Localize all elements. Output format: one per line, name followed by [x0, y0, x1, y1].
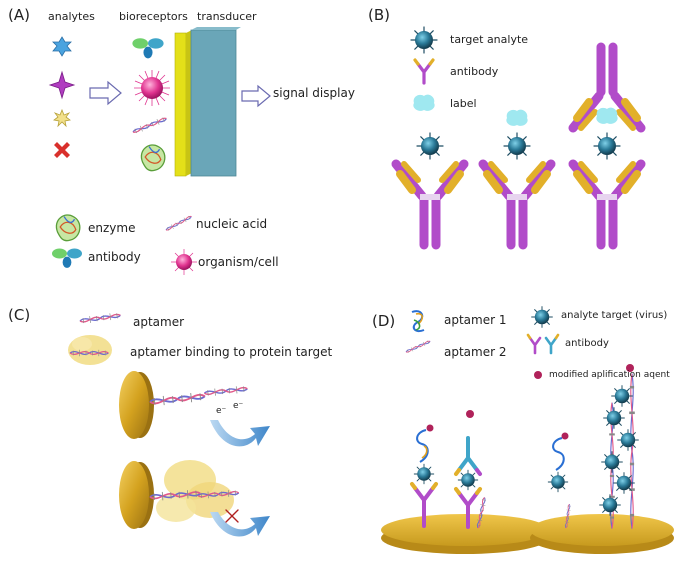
bioreceptor-cell-icon: [134, 70, 170, 106]
legend-antibody-label: antibody: [88, 250, 141, 264]
bioreceptor-layer: [174, 32, 187, 177]
analyte-yellow-burst-icon: [53, 108, 71, 128]
legend-target-analyte-label: target analyte: [450, 33, 529, 46]
analyte-blue-star-icon: [52, 36, 72, 57]
legend-antibody-pair-icon: [526, 333, 560, 355]
antibody-sandwich: [568, 42, 646, 250]
antibody-d-label: antibody: [565, 338, 609, 349]
aptamer1-label: aptamer 1: [444, 313, 507, 327]
protein-target: [156, 460, 234, 522]
panel-a-tag: (A): [8, 6, 30, 24]
transducer-block: [190, 29, 237, 177]
antibody-aptamer-complex-1: [410, 424, 438, 528]
legend-label-label: label: [450, 97, 477, 110]
output-arrow-icon: [241, 84, 271, 108]
electrode-1: [119, 371, 270, 447]
amplification-label: modified aplification aqent: [549, 370, 670, 380]
panel-d: [381, 306, 674, 554]
electron-arrow-2: [210, 512, 270, 537]
blocked-electron-icon: [225, 509, 239, 523]
electron-arrow-1: [210, 420, 270, 447]
legend-aptamer2-icon: [404, 338, 432, 355]
legend-enzyme-label: enzyme: [88, 221, 136, 235]
panel-c-tag: (C): [8, 306, 31, 324]
aptamer-binding-label: aptamer binding to protein target: [130, 345, 333, 359]
legend-label-icon: [413, 94, 435, 111]
analyte-virus-label: analyte target (virus): [561, 310, 668, 321]
legend-dna-icon: [164, 213, 194, 233]
legend-cell-icon: [171, 249, 197, 275]
legend-amplification-icon: [534, 371, 542, 379]
antibody-sandwich-d: [454, 410, 488, 530]
legend-antibody-icon: [52, 248, 82, 268]
legend-antibody-b-label: antibody: [450, 65, 499, 78]
gold-plate-left: [381, 514, 549, 554]
panel-b-tag: (B): [368, 6, 390, 24]
aptamer-complex-right: [547, 432, 572, 529]
electrode-2: [119, 460, 270, 537]
bioreceptor-dna-icon: [131, 115, 169, 136]
transducer-label: transducer: [197, 10, 257, 23]
legend-analyte-virus-icon: [531, 306, 553, 328]
analytes-label: analytes: [48, 10, 95, 23]
bioreceptor-antibody-icon: [132, 38, 164, 59]
bioreceptor-enzyme-icon: [140, 144, 166, 172]
analyte-red-cross-icon: [54, 142, 70, 158]
input-arrow-icon: [89, 80, 122, 106]
legend-organism-label: organism/cell: [198, 255, 279, 269]
legend-aptamer1-icon: [411, 310, 425, 332]
antibody-capture-1: [391, 132, 469, 250]
analyte-purple-star-icon: [48, 70, 76, 100]
panel-a: [48, 27, 271, 275]
aptamer2-label: aptamer 2: [444, 345, 507, 359]
legend-target-analyte-icon: [410, 26, 438, 54]
bioreceptors-label: bioreceptors: [119, 10, 188, 23]
legend-aptamer-icon: [78, 311, 122, 326]
amplification-chain: [599, 364, 639, 528]
electron-label-2: e⁻: [233, 401, 244, 411]
panel-b: [391, 26, 646, 250]
legend-antibody-y-icon: [413, 58, 435, 85]
legend-nucleic-acid-label: nucleic acid: [196, 217, 268, 231]
gold-plate-right: [530, 514, 674, 554]
electron-label-1: e⁻: [216, 406, 227, 416]
panel-d-tag: (D): [372, 312, 396, 330]
legend-aptamer-protein-icon: [68, 335, 112, 365]
panel-c: [68, 311, 270, 537]
legend-enzyme-icon: [55, 214, 81, 242]
signal-display-label: signal display: [273, 86, 355, 100]
antibody-capture-2: [478, 109, 556, 250]
aptamer-label: aptamer: [133, 315, 185, 329]
